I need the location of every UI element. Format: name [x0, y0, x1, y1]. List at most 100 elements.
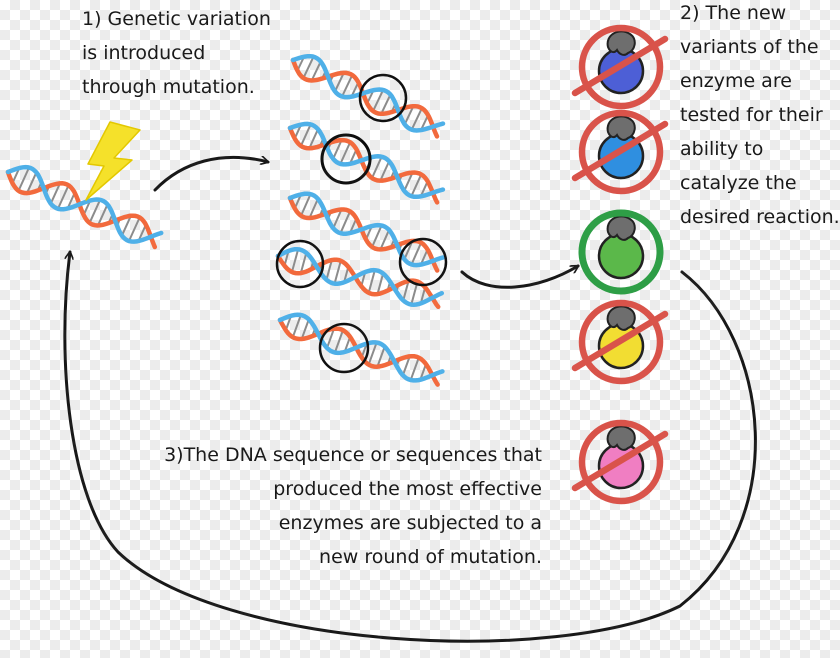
- step-2-line: 2) The new: [680, 2, 787, 24]
- base-pair: [291, 314, 302, 338]
- base-pair: [137, 224, 147, 242]
- base-pair: [332, 209, 343, 229]
- base-pair: [372, 89, 385, 112]
- base-pair: [409, 357, 420, 381]
- parent-dna-helix: [5, 164, 164, 250]
- dna-strand-b: [277, 312, 445, 383]
- reject-ring: [578, 299, 664, 385]
- arrow-selected-to-next-round: [63, 252, 757, 643]
- step-2-line: variants of the: [680, 36, 819, 58]
- base-pair: [290, 248, 300, 273]
- base-pair: [302, 56, 315, 79]
- reject-slash: [571, 310, 669, 372]
- base-pair: [403, 240, 414, 260]
- step-3-line: 3)The DNA sequence or sequences that: [164, 444, 542, 466]
- base-pair: [410, 242, 423, 265]
- arrow-mutation-to-variants: [153, 157, 268, 192]
- base-pair: [379, 229, 390, 250]
- mutation-site-circles: [275, 73, 448, 374]
- step-2-line: ability to: [680, 138, 764, 160]
- base-pair: [339, 141, 352, 165]
- step-2-line: tested for their: [680, 104, 823, 126]
- step-2-line: desired reaction.: [680, 206, 840, 228]
- base-pair: [57, 184, 70, 210]
- enzyme-variant: [571, 109, 669, 195]
- base-pair: [376, 273, 385, 295]
- reject-ring: [578, 109, 664, 195]
- reject-slash: [571, 35, 669, 97]
- step-3-line: new round of mutation.: [319, 546, 542, 568]
- lightning-bolt-icon: [85, 121, 141, 201]
- base-pair: [332, 139, 343, 160]
- base-pair: [380, 94, 392, 115]
- base-pair: [410, 173, 423, 197]
- base-pair: [403, 105, 415, 125]
- green-ring-icon: [578, 209, 664, 295]
- prohibition-sign-icon: [571, 419, 669, 505]
- dna-strand-a: [5, 169, 158, 250]
- dna-strand-b: [287, 191, 446, 268]
- base-pair: [379, 160, 391, 182]
- base-pair: [308, 128, 319, 149]
- base-pair: [300, 193, 312, 217]
- base-pair: [333, 329, 344, 353]
- dna-strand-a: [275, 253, 441, 310]
- step-3-line: enzymes are subjected to a: [278, 512, 542, 534]
- arrow-variants-to-screening: [460, 264, 578, 289]
- base-pair: [299, 252, 308, 274]
- variant-helix: [287, 191, 446, 273]
- variant-helix: [275, 246, 445, 310]
- base-pair: [341, 74, 354, 97]
- step-2-text: 2) The new variants of the enzyme are te…: [680, 0, 840, 234]
- prohibition-sign-icon: [571, 24, 669, 110]
- reject-ring: [578, 24, 664, 110]
- enzyme-variant: [571, 299, 669, 385]
- enzyme-variant: [571, 24, 669, 110]
- parent-helix: [5, 164, 164, 250]
- enzyme-body: [597, 232, 645, 280]
- step-1-line: is introduced: [82, 42, 206, 64]
- base-pair: [371, 225, 383, 248]
- base-pair: [333, 260, 342, 284]
- step-1-text: 1) Genetic variation is introduced throu…: [82, 2, 271, 104]
- mutated-dna-variants: [275, 53, 446, 387]
- base-pair: [325, 259, 333, 281]
- dna-strand-a: [287, 125, 440, 205]
- base-pair: [402, 280, 410, 301]
- base-pair: [410, 281, 419, 305]
- base-pair: [121, 215, 132, 237]
- base-pair: [410, 107, 423, 131]
- dna-strand-a: [287, 195, 440, 273]
- base-pair: [97, 204, 109, 226]
- base-pair: [339, 211, 351, 234]
- base-pair: [128, 217, 141, 242]
- base-pair: [367, 342, 378, 365]
- base-pair: [308, 198, 319, 219]
- substrate: [606, 425, 636, 451]
- base-pair: [300, 123, 312, 147]
- base-pair: [310, 61, 322, 81]
- enzyme-variant: [571, 419, 669, 505]
- step-3-line: produced the most effective: [273, 478, 542, 500]
- base-pair: [401, 356, 411, 376]
- base-pair: [371, 156, 383, 179]
- variant-helix: [290, 53, 446, 139]
- step-2-line: catalyze the: [680, 172, 797, 194]
- base-pair: [88, 199, 101, 224]
- step-3-text: 3)The DNA sequence or sequences that pro…: [150, 438, 542, 574]
- base-pair: [17, 167, 30, 192]
- dna-strand-a: [277, 317, 440, 387]
- base-pair: [326, 328, 335, 349]
- base-pair: [334, 72, 345, 92]
- reject-ring: [578, 419, 664, 505]
- prohibition-sign-icon: [571, 299, 669, 385]
- enzyme-variant: [578, 209, 664, 295]
- dna-strand-a: [290, 57, 440, 139]
- substrate: [606, 305, 636, 331]
- variant-helix: [287, 121, 446, 205]
- base-pair: [367, 269, 376, 294]
- base-pair: [376, 346, 386, 367]
- base-pair: [300, 318, 310, 340]
- reject-slash: [571, 430, 669, 492]
